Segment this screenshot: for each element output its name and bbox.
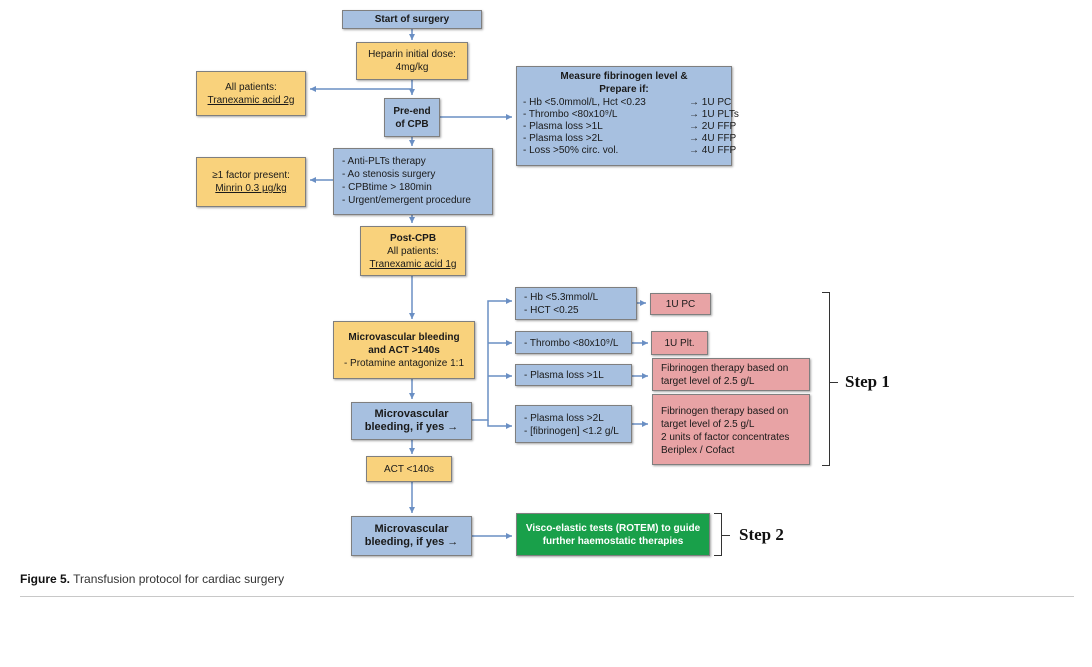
fibrinogen-therapy-box-2: Fibrinogen therapy based on target level… bbox=[652, 394, 810, 465]
step-2-bracket bbox=[714, 513, 722, 556]
rotem-box: Visco-elastic tests (ROTEM) to guide fur… bbox=[516, 513, 710, 556]
prepare-cond: - Plasma loss >2L bbox=[523, 133, 603, 144]
plasma-loss-1l-box: - Plasma loss >1L bbox=[515, 364, 632, 386]
risk-factors-box: - Anti-PLTs therapy - Ao stenosis surger… bbox=[333, 148, 493, 215]
heparin-line-2: 4mg/kg bbox=[395, 62, 429, 73]
caption-divider bbox=[20, 596, 1074, 597]
step-2-bracket-tick bbox=[722, 535, 730, 536]
act-low-label: ACT <140s bbox=[383, 463, 435, 475]
factor-label: ≥1 factor present: bbox=[212, 170, 290, 181]
microvascular-act-box: Microvascular bleeding and ACT >140s - P… bbox=[333, 321, 475, 379]
pc-label: 1U PC bbox=[665, 298, 696, 310]
prepare-row-plasma2: - Plasma loss >2L → 4U FFP bbox=[523, 132, 736, 144]
plasma1-line: - Plasma loss >1L bbox=[524, 370, 604, 381]
prepare-row-thrombo: - Thrombo <80x10⁹/L → 1U PLTs bbox=[523, 108, 739, 120]
pc-box: 1U PC bbox=[650, 293, 711, 315]
prepare-cond: - Hb <5.0mmol/L, Hct <0.23 bbox=[523, 97, 646, 108]
microvascular-yes-box-2: Microvascular bleeding, if yes → bbox=[351, 516, 472, 556]
fibrinogen-title-1: Measure fibrinogen level & bbox=[560, 71, 688, 82]
step-2-label: Step 2 bbox=[739, 525, 784, 544]
factor-present-box: ≥1 factor present: Minrin 0.3 µg/kg bbox=[196, 157, 306, 207]
thrombo-box: - Thrombo <80x10⁹/L bbox=[515, 331, 632, 354]
post-cpb-tranexamic: Tranexamic acid 1g bbox=[369, 258, 457, 270]
heparin-line-1: Heparin initial dose: bbox=[368, 49, 456, 60]
fib2-line-4: Beriplex / Cofact bbox=[661, 445, 735, 456]
tranexamic-2g-label: Tranexamic acid 2g bbox=[207, 94, 295, 106]
post-cpb-box: Post-CPB All patients: Tranexamic acid 1… bbox=[360, 226, 466, 276]
prepare-row-plasma1: - Plasma loss >1L → 2U FFP bbox=[523, 120, 736, 132]
fib2-line-3: 2 units of factor concentrates bbox=[661, 432, 790, 443]
microvascular-yes-box-1: Microvascular bleeding, if yes → bbox=[351, 402, 472, 440]
fibrinogen-prepare-box: Measure fibrinogen level & Prepare if: -… bbox=[516, 66, 739, 166]
minrin-label: Minrin 0.3 µg/kg bbox=[215, 183, 287, 194]
figure-caption: Figure 5. Transfusion protocol for cardi… bbox=[20, 572, 284, 586]
all-patients-tranexamic-box: All patients: Tranexamic acid 2g bbox=[196, 71, 306, 116]
pre-end-line-2: of CPB bbox=[395, 118, 429, 130]
plt-box: 1U Plt. bbox=[651, 331, 708, 355]
prepare-cond: - Loss >50% circ. vol. bbox=[523, 145, 619, 156]
heparin-box: Heparin initial dose: 4mg/kg bbox=[356, 42, 468, 80]
all-patients-label: All patients: bbox=[225, 81, 277, 93]
post-cpb-title: Post-CPB bbox=[389, 232, 437, 244]
risk-cpb-time: - CPBtime > 180min bbox=[342, 182, 432, 193]
prepare-action: → 1U PC bbox=[689, 97, 732, 108]
pre-end-line-1: Pre-end bbox=[393, 105, 431, 117]
prepare-cond: - Thrombo <80x10⁹/L bbox=[523, 109, 618, 120]
fibrinogen-therapy-box-1: Fibrinogen therapy based on target level… bbox=[652, 358, 810, 391]
figure-caption-label: Figure 5. bbox=[20, 572, 71, 586]
act-low-box: ACT <140s bbox=[366, 456, 452, 482]
plasma2-line-2: - [fibrinogen] <1.2 g/L bbox=[524, 426, 619, 437]
micro-yes-2-line-2: bleeding, if yes → bbox=[364, 536, 459, 548]
pre-end-cpb-box: Pre-end of CPB bbox=[384, 98, 440, 137]
micro-act-line-3: - Protamine antagonize 1:1 bbox=[343, 357, 465, 369]
risk-anti-plts: - Anti-PLTs therapy bbox=[342, 156, 426, 167]
rotem-line-1: Visco-elastic tests (ROTEM) to guide bbox=[525, 522, 701, 534]
hct-line: - HCT <0.25 bbox=[524, 305, 579, 316]
prepare-action: → 4U FFP bbox=[689, 133, 737, 144]
fibrinogen-title-2: Prepare if: bbox=[599, 84, 649, 95]
prepare-action: → 2U FFP bbox=[689, 121, 737, 132]
fib1-line-1: Fibrinogen therapy based on bbox=[661, 363, 789, 374]
prepare-cond: - Plasma loss >1L bbox=[523, 121, 603, 132]
fib2-line-1: Fibrinogen therapy based on bbox=[661, 406, 789, 417]
step-1-label: Step 1 bbox=[845, 372, 890, 391]
plasma-loss-2l-box: - Plasma loss >2L - [fibrinogen] <1.2 g/… bbox=[515, 405, 632, 443]
prepare-action: → 4U FFP bbox=[689, 145, 737, 156]
fib2-line-2: target level of 2.5 g/L bbox=[661, 419, 755, 430]
step-1-bracket bbox=[822, 292, 830, 466]
start-label: Start of surgery bbox=[374, 14, 450, 25]
step-1-bracket-tick bbox=[830, 382, 838, 383]
thrombo-line: - Thrombo <80x10⁹/L bbox=[524, 338, 619, 349]
prepare-row-loss: - Loss >50% circ. vol. → 4U FFP bbox=[523, 144, 736, 156]
prepare-action: → 1U PLTs bbox=[689, 109, 739, 120]
fib1-line-2: target level of 2.5 g/L bbox=[661, 376, 755, 387]
prepare-row-hb: - Hb <5.0mmol/L, Hct <0.23 → 1U PC bbox=[523, 96, 731, 108]
plasma2-line-1: - Plasma loss >2L bbox=[524, 413, 604, 424]
hb-hct-box: - Hb <5.3mmol/L - HCT <0.25 bbox=[515, 287, 637, 320]
risk-urgent: - Urgent/emergent procedure bbox=[342, 195, 471, 206]
start-of-surgery-box: Start of surgery bbox=[342, 10, 482, 29]
rotem-line-2: further haemostatic therapies bbox=[542, 535, 684, 547]
plt-label: 1U Plt. bbox=[664, 337, 695, 349]
micro-act-line-2: and ACT >140s bbox=[368, 344, 440, 356]
post-cpb-all: All patients: bbox=[387, 245, 439, 257]
micro-yes-2-line-1: Microvascular bbox=[374, 523, 449, 535]
micro-yes-1-line-1: Microvascular bbox=[374, 408, 449, 420]
hb-line: - Hb <5.3mmol/L bbox=[524, 292, 599, 303]
risk-ao-stenosis: - Ao stenosis surgery bbox=[342, 169, 436, 180]
micro-yes-1-line-2: bleeding, if yes → bbox=[364, 421, 459, 433]
micro-act-line-1: Microvascular bleeding bbox=[348, 331, 460, 343]
figure-caption-text: Transfusion protocol for cardiac surgery bbox=[70, 572, 285, 586]
